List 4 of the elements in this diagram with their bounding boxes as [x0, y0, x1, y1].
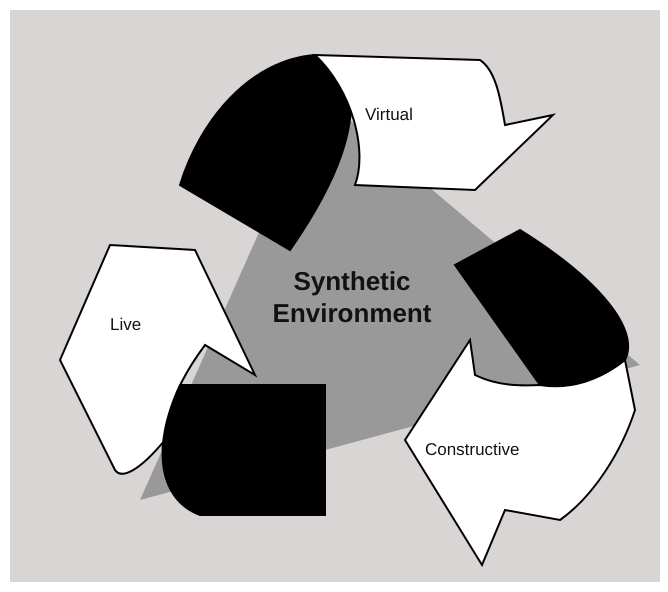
center-title: Synthetic Environment — [272, 265, 432, 329]
arrow-label: Constructive — [425, 440, 520, 460]
arrow-label: Live — [110, 315, 142, 335]
arrow-label: Virtual — [365, 105, 413, 125]
